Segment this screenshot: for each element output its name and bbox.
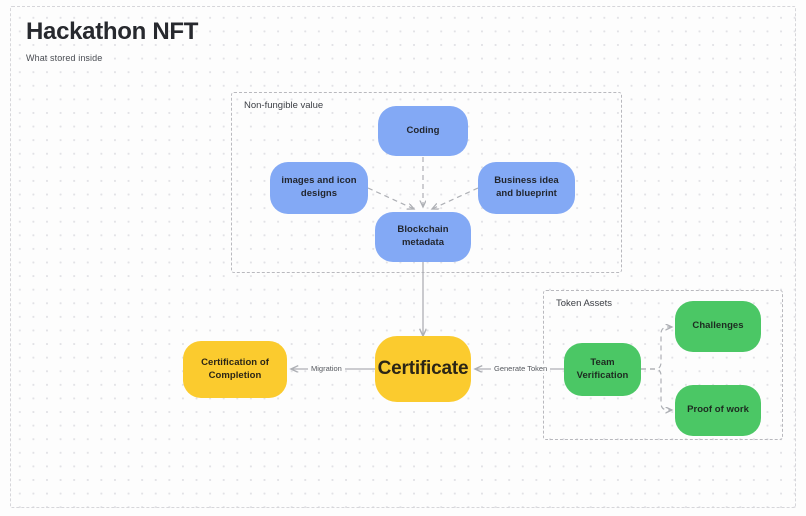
node-certificate[interactable]: Certificate: [375, 336, 471, 402]
group-label-token-assets: Token Assets: [556, 298, 612, 309]
node-label-team-line1: Team: [590, 356, 615, 368]
node-certification-of-completion[interactable]: Certification of Completion: [183, 341, 287, 398]
node-images-and-icon-designs[interactable]: images and icon designs: [270, 162, 368, 214]
node-label-blockchain-metadata: Blockchain metadata: [397, 224, 448, 249]
node-label-business-line2: and blueprint: [496, 188, 557, 199]
page-title: Hackathon NFT: [26, 18, 199, 45]
node-label-certificate: Certificate: [377, 358, 469, 380]
node-business-idea-and-blueprint[interactable]: Business idea and blueprint: [478, 162, 575, 214]
node-blockchain-metadata[interactable]: Blockchain metadata: [375, 212, 471, 262]
group-non-fungible-value[interactable]: Non-fungible value: [231, 92, 622, 273]
node-label-business-line1: Business idea: [494, 175, 559, 187]
node-label-proof-of-work: Proof of work: [687, 404, 749, 416]
node-label-coding: Coding: [406, 124, 440, 136]
node-label-completion-line2: Completion: [208, 369, 262, 381]
node-label-challenges: Challenges: [692, 320, 744, 332]
node-label-blockchain-line2: metadata: [401, 237, 445, 248]
node-label-images-line2: designs: [300, 188, 338, 199]
node-team-verification[interactable]: Team Verification: [564, 343, 641, 396]
page-subtitle: What stored inside: [26, 52, 103, 63]
node-label-blockchain-line1: Blockchain: [397, 224, 449, 236]
header: Hackathon NFT What stored inside: [26, 18, 198, 63]
node-challenges[interactable]: Challenges: [675, 301, 761, 352]
node-proof-of-work[interactable]: Proof of work: [675, 385, 761, 436]
node-label-team-verification: Team Verification: [577, 357, 629, 382]
edge-label-migration: Migration: [308, 364, 345, 373]
node-label-business-idea-and-blueprint: Business idea and blueprint: [494, 175, 559, 200]
node-label-certification-of-completion: Certification of Completion: [201, 357, 269, 382]
node-label-images-line1: images and icon: [281, 175, 357, 187]
group-label-non-fungible-value: Non-fungible value: [244, 100, 324, 111]
edge-label-generate-token: Generate Token: [491, 364, 551, 373]
node-label-team-line2: Verification: [576, 369, 629, 381]
node-label-completion-line1: Certification of: [201, 356, 269, 368]
node-label-images-and-icon-designs: images and icon designs: [281, 175, 356, 200]
node-coding[interactable]: Coding: [378, 106, 468, 156]
